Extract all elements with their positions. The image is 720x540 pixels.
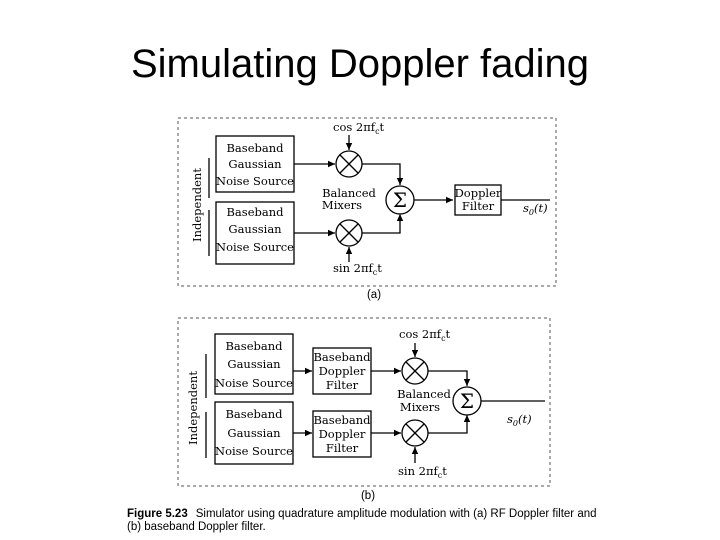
figure-caption-line2: (b) baseband Doppler filter.	[127, 521, 266, 533]
noise-source-box-a-top	[215, 135, 295, 193]
diagram-b: Independent Baseband Gaussian Noise Sour…	[177, 317, 551, 502]
noise-source-b-bottom-line3: Noise Source	[215, 444, 293, 458]
sub-label-a: (a)	[367, 289, 381, 301]
filter-b-bottom-line3: Filter	[326, 441, 359, 455]
diagram-a: Independent Baseband Gaussian Noise Sour…	[177, 117, 557, 301]
doppler-filter-box-a	[454, 184, 502, 216]
output-label-b: s0(t)	[507, 412, 532, 428]
doppler-filter-a-line1: Doppler	[455, 186, 502, 200]
wire-a-mixer-top-to-sum	[362, 163, 404, 185]
mixer-b-top	[401, 357, 429, 385]
mixers-label-b-line2: Mixers	[400, 400, 440, 414]
mixers-label-a-line1: Balanced	[322, 186, 376, 200]
noise-source-box-b-top	[214, 333, 294, 395]
noise-source-a-top-line3: Noise Source	[216, 174, 294, 188]
doppler-filter-a-line2: Filter	[462, 199, 495, 213]
noise-source-a-top-line2: Gaussian	[228, 157, 282, 171]
sum-symbol-a: Σ	[393, 188, 407, 212]
carrier-cos-a: cos 2πfct	[333, 120, 385, 136]
noise-source-b-top-line3: Noise Source	[215, 376, 293, 390]
noise-source-a-bottom-line2: Gaussian	[228, 222, 282, 236]
sub-label-b: (b)	[361, 490, 375, 502]
mixers-label-a-line2: Mixers	[322, 198, 362, 212]
filter-b-top-line3: Filter	[326, 378, 359, 392]
figure-number: Figure 5.23	[127, 508, 188, 520]
noise-source-box-b-bottom	[214, 401, 294, 465]
independent-label-a: Independent	[190, 168, 204, 242]
figure-caption-line1: Figure 5.23 Simulator using quadrature am…	[127, 508, 597, 520]
filter-b-bottom-line1: Baseband	[313, 413, 371, 427]
wire-a-mixer-bottom-to-sum	[362, 214, 404, 234]
carrier-cos-b: cos 2πfct	[399, 327, 451, 343]
carrier-sin-b: sin 2πfct	[398, 464, 447, 480]
mixer-b-bottom	[401, 419, 429, 447]
mixers-label-b-line1: Balanced	[397, 387, 451, 401]
noise-source-a-top-line1: Baseband	[226, 141, 284, 155]
mixer-a-bottom	[335, 219, 363, 247]
mixer-a-top	[335, 150, 363, 178]
filter-b-top-line2: Doppler	[319, 364, 366, 378]
carrier-sin-a: sin 2πfct	[333, 261, 382, 277]
independent-label-b: Independent	[186, 371, 200, 445]
wire-b-mixer-top-to-sum	[428, 370, 471, 386]
noise-source-b-bottom-line2: Gaussian	[227, 426, 281, 440]
diagram-b-frame	[177, 317, 551, 487]
noise-source-box-a-bottom	[215, 201, 295, 265]
baseband-doppler-filter-box-b-bottom	[312, 410, 372, 458]
noise-source-a-bottom-line1: Baseband	[226, 205, 284, 219]
caption-text-line1: Simulator using quadrature amplitude mod…	[196, 508, 597, 520]
noise-source-b-bottom-line1: Baseband	[225, 407, 283, 421]
filter-b-top-line1: Baseband	[313, 350, 371, 364]
noise-source-b-top-line2: Gaussian	[227, 357, 281, 371]
filter-b-bottom-line2: Doppler	[319, 427, 366, 441]
noise-source-a-bottom-line3: Noise Source	[216, 240, 294, 254]
output-label-a: s0(t)	[523, 201, 548, 217]
noise-source-b-top-line1: Baseband	[225, 339, 283, 353]
diagram-a-frame	[177, 117, 557, 287]
sum-symbol-b: Σ	[460, 389, 474, 413]
wire-b-mixer-bottom-to-sum	[428, 415, 471, 434]
slide-title: Simulating Doppler fading	[130, 42, 590, 86]
